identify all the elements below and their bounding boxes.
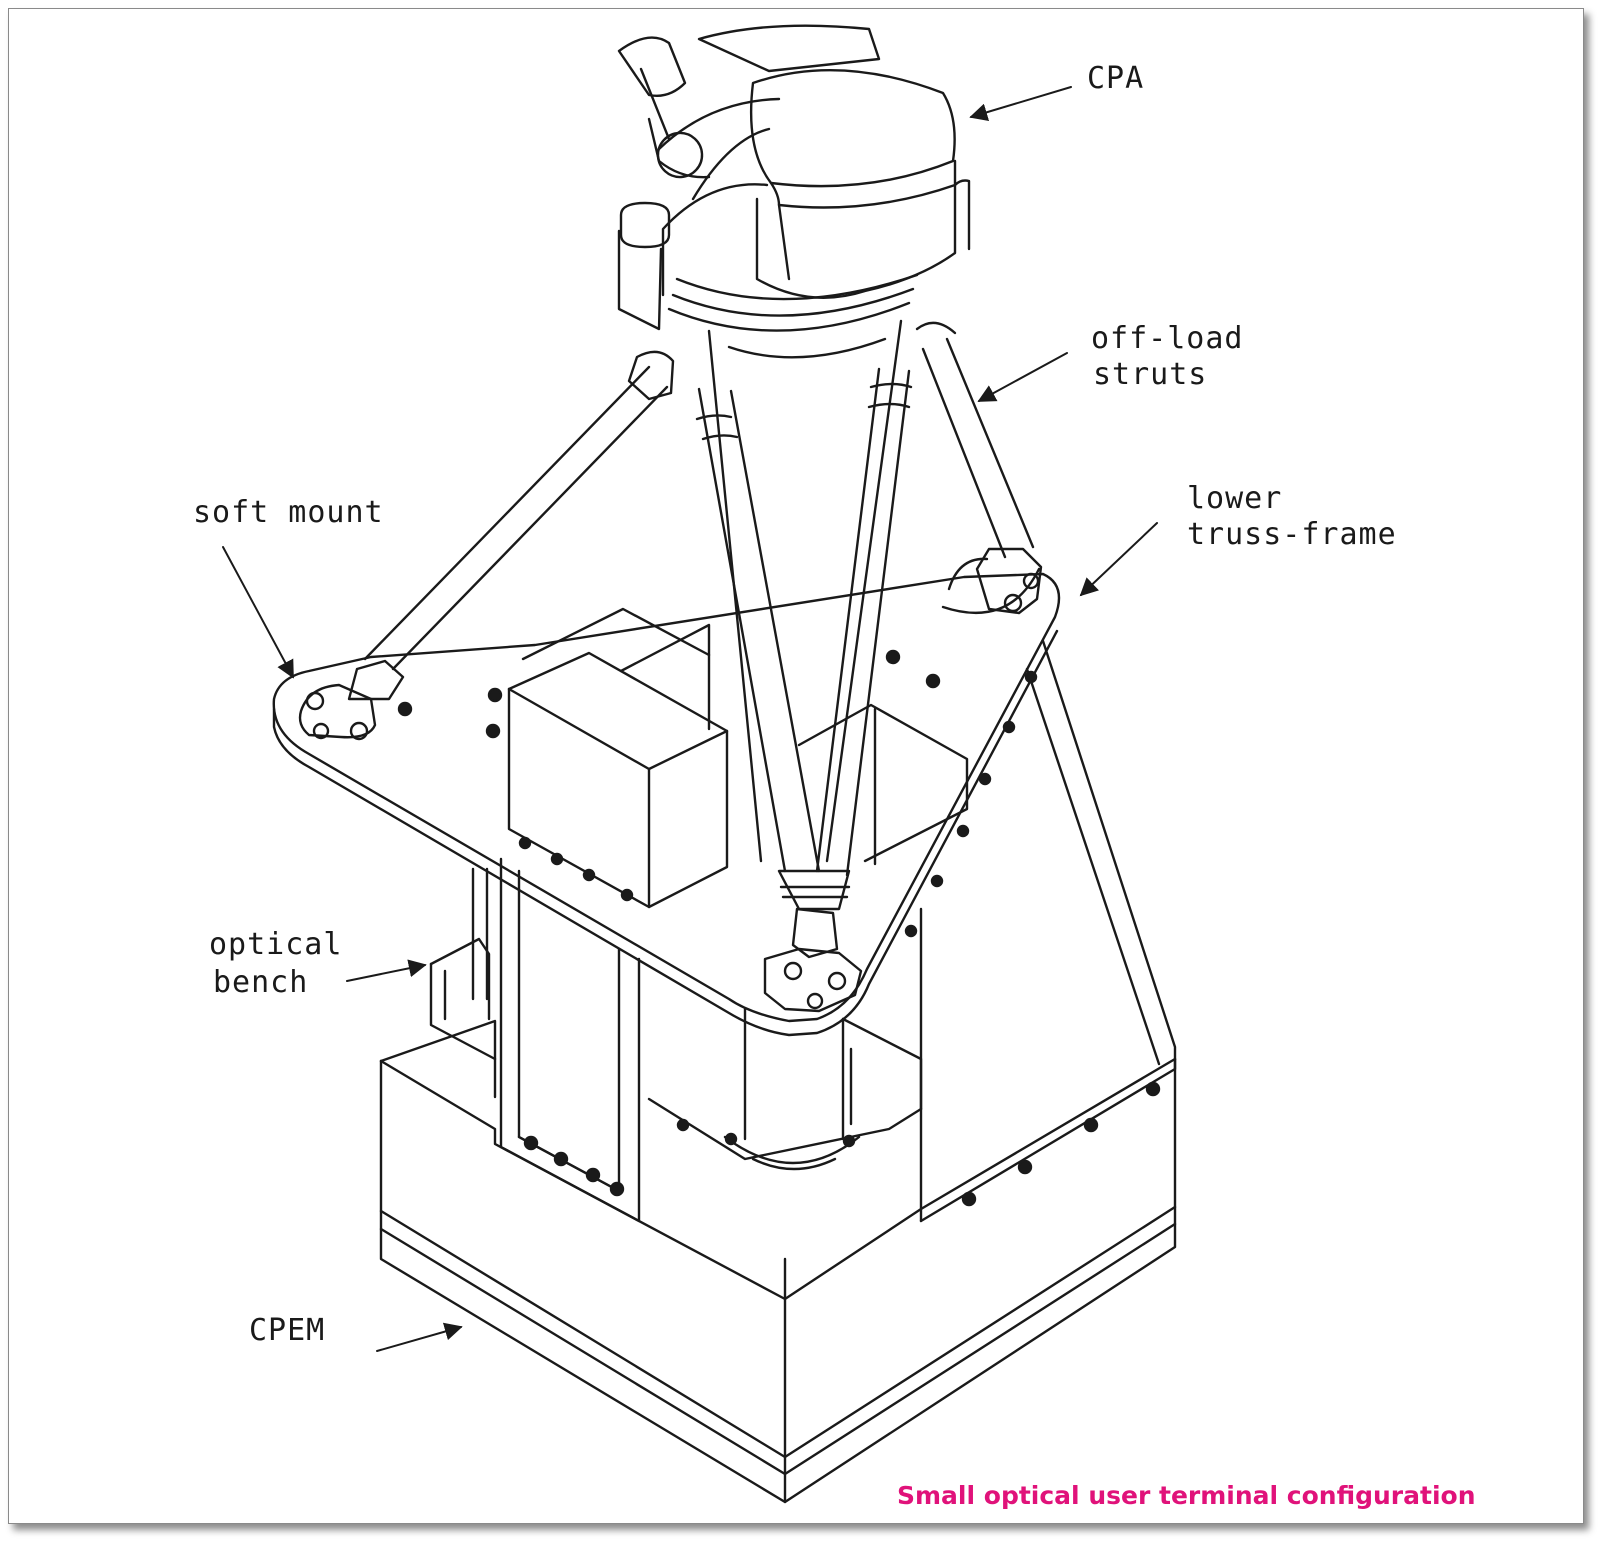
leader-arrows: [222, 86, 1158, 1352]
soft-mount-arrow: [222, 546, 294, 679]
lower-truss-label-line1: lower: [1187, 481, 1283, 516]
soft-mount-left: [298, 659, 405, 741]
left-electronics-unit: [499, 857, 641, 1223]
soft-mount-right: [947, 547, 1043, 615]
optical-bench-arrow: [346, 959, 427, 982]
cpem-label: CPEM: [249, 1313, 326, 1348]
cpa-arrow: [969, 86, 1072, 121]
figure-frame: CPA off-load struts lower truss-frame so…: [8, 8, 1584, 1524]
cpem-arrow: [376, 1322, 463, 1352]
optical-bench-label-line2: bench: [213, 965, 309, 1000]
lower-truss-frame-arrow: [1079, 522, 1158, 597]
soft-mount-bottom: [763, 907, 863, 1013]
figure-caption: Small optical user terminal configuratio…: [897, 1481, 1476, 1510]
off-load-label-line2: struts: [1093, 357, 1208, 392]
off-load-struts-arrow: [977, 352, 1068, 402]
soft-mount-label: soft mount: [193, 495, 384, 530]
lower-truss-frame-plate: [272, 567, 1061, 1037]
cpa-label: CPA: [1087, 61, 1145, 96]
optical-bench-label-line1: optical: [209, 927, 343, 962]
terminal-line-drawing: [222, 24, 1177, 1504]
cpa-head: [617, 24, 971, 332]
optical-bench: [429, 867, 497, 1061]
off-load-label-line1: off-load: [1091, 321, 1244, 356]
electronics-box-front: [507, 651, 729, 909]
off-load-struts: [363, 321, 1035, 911]
central-cylinder: [647, 1007, 923, 1171]
right-side-panel: [919, 639, 1177, 1223]
lower-truss-label-line2: truss-frame: [1187, 517, 1397, 552]
cpa-cone: [707, 319, 903, 863]
